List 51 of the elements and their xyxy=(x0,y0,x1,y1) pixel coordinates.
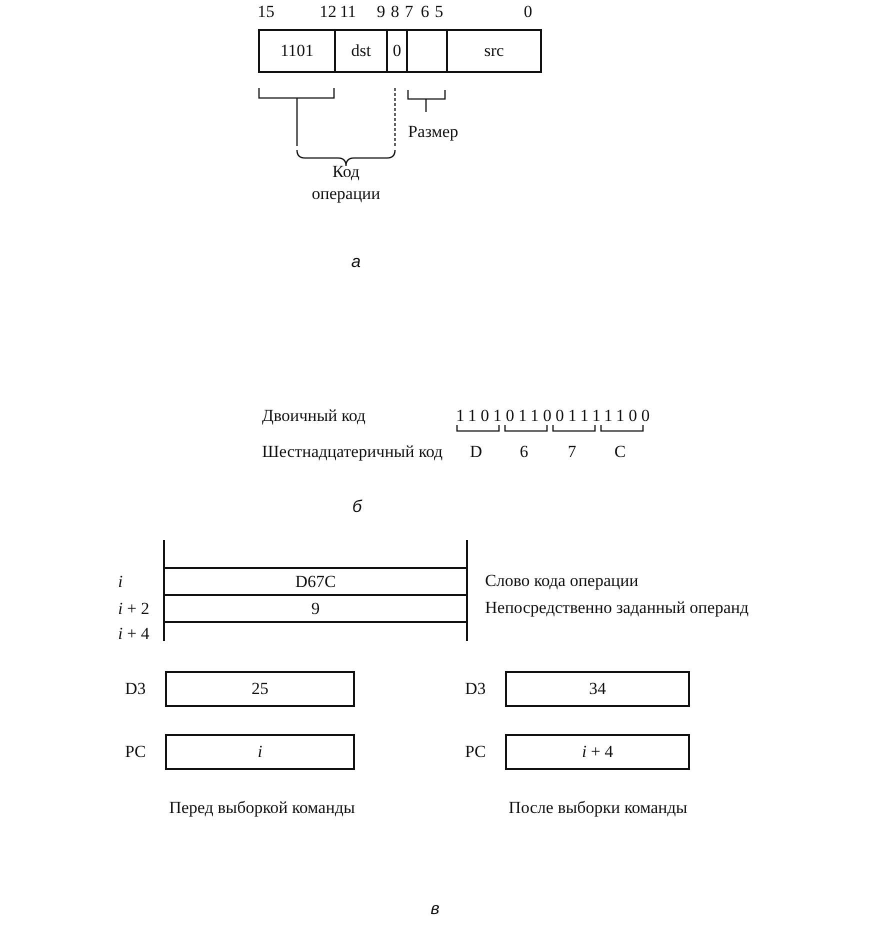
field-caption: Размер xyxy=(408,122,458,142)
bit-field xyxy=(258,29,336,73)
register-box xyxy=(505,734,690,770)
bit-number: 15 xyxy=(258,2,274,22)
caption: После выборки команды xyxy=(508,798,688,818)
hex-digit: 7 xyxy=(568,442,576,462)
binary-code: 1101011001111100 xyxy=(456,406,654,426)
bit-field xyxy=(446,29,542,73)
bit-number: 12 xyxy=(320,2,336,22)
cell-description: Непосредственно заданный операнд xyxy=(485,598,749,618)
field-value: 0 xyxy=(392,41,402,61)
bit-number: 6 xyxy=(420,2,430,22)
field-value: 1101 xyxy=(280,41,314,61)
field-value: i xyxy=(258,742,262,762)
bit-number: 5 xyxy=(434,2,444,22)
panel-letter: в xyxy=(430,899,440,919)
register-name: PC xyxy=(465,742,486,762)
field-value: D67C xyxy=(295,572,336,592)
bit-number: 9 xyxy=(376,2,386,22)
memory-address: i + 2 xyxy=(118,599,150,619)
field-value: 34 xyxy=(589,679,606,699)
hex-digit: 6 xyxy=(520,442,528,462)
row-heading: Двоичный код xyxy=(262,406,366,426)
field-value: i + 4 xyxy=(582,742,614,762)
hex-digit: D xyxy=(470,442,482,462)
bit-number: 7 xyxy=(404,2,414,22)
field-value: 9 xyxy=(311,598,320,618)
register-box xyxy=(165,734,355,770)
row-heading: Шестнадцатеричный код xyxy=(262,442,443,462)
bit-number: 0 xyxy=(524,2,532,22)
panel-letter: а xyxy=(351,252,361,272)
cell-description: Слово кода операции xyxy=(485,571,638,591)
bit-field xyxy=(334,29,388,73)
register-name: D3 xyxy=(465,679,486,699)
bit-field xyxy=(386,29,408,73)
field-value: dst xyxy=(351,41,371,61)
memory-address: i + 4 xyxy=(118,624,150,644)
register-box xyxy=(505,671,690,707)
field-value: src xyxy=(484,41,504,61)
caption: Перед выборкой команды xyxy=(169,798,355,818)
bit-field xyxy=(406,29,448,73)
memory-address: i xyxy=(118,572,123,592)
register-name: PC xyxy=(125,742,146,762)
hex-digit: C xyxy=(614,442,626,462)
register-box xyxy=(165,671,355,707)
panel-letter: б xyxy=(352,497,362,517)
bit-number: 8 xyxy=(390,2,400,22)
field-value: 25 xyxy=(252,679,268,699)
bit-number: 11 xyxy=(340,2,356,22)
register-name: D3 xyxy=(125,679,146,699)
field-caption: Код операции xyxy=(310,161,382,205)
